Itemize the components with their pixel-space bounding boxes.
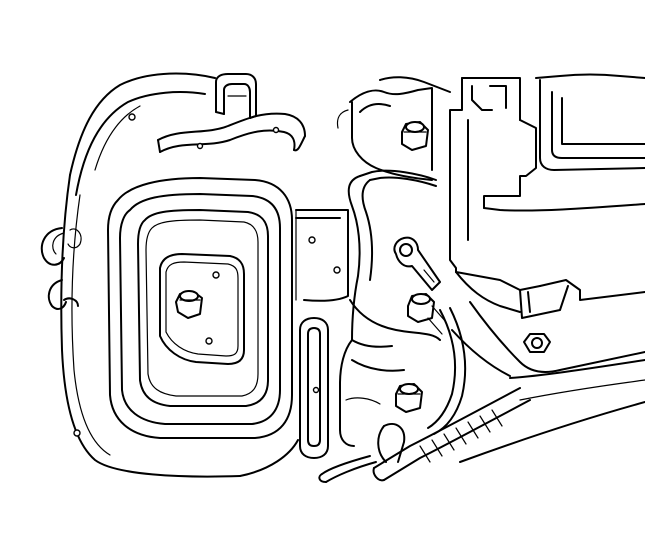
conduit <box>318 387 531 483</box>
mount-bracket <box>295 209 349 302</box>
top-gasket <box>157 112 306 153</box>
hole-icon <box>312 386 320 394</box>
rivet-icon <box>128 113 136 121</box>
slotted-strip <box>299 317 329 459</box>
hole-icon <box>333 266 341 274</box>
rivet-icon <box>272 126 280 134</box>
hole-icon <box>308 236 316 244</box>
hole-icon <box>205 337 213 345</box>
bolt-icon <box>395 383 423 413</box>
center-nut-icon <box>175 290 203 319</box>
bolt-icon <box>401 121 429 151</box>
rivet-icon <box>73 429 81 437</box>
upper-panel <box>336 76 451 181</box>
access-panel <box>107 177 293 439</box>
nut-icon <box>523 333 551 353</box>
mount-plate <box>159 253 245 365</box>
stud-bolt-icon <box>407 293 447 335</box>
u-clip <box>215 73 257 119</box>
ring-terminal <box>393 236 441 291</box>
housing-cover <box>40 72 299 478</box>
rivet-icon <box>196 142 204 150</box>
lower-bracket <box>339 299 441 447</box>
hole-icon <box>212 271 220 279</box>
frame-rail <box>459 359 645 463</box>
wire-harness <box>347 169 467 435</box>
right-module <box>449 73 645 377</box>
